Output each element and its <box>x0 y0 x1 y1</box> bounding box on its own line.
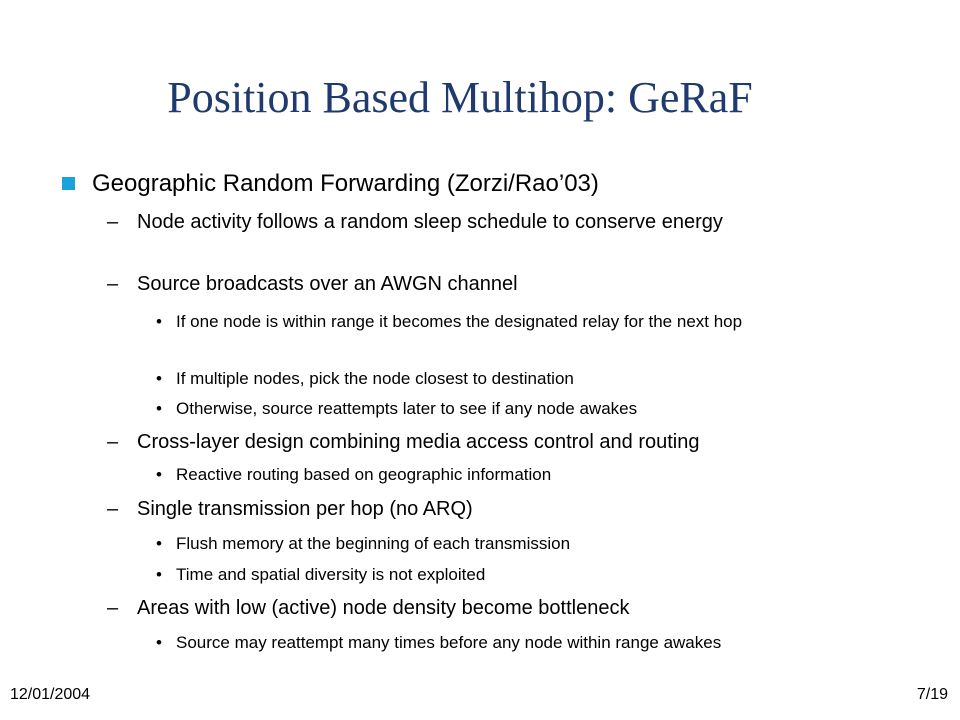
bullet-item-level3: • If multiple nodes, pick the node close… <box>156 368 876 390</box>
dot-bullet-icon: • <box>156 465 162 484</box>
dot-bullet-icon: • <box>156 534 162 553</box>
bullet-text: Otherwise, source reattempts later to se… <box>176 399 638 418</box>
bullet-item-level2: – Source broadcasts over an AWGN channel <box>107 272 897 296</box>
bullet-item-level3: • Otherwise, source reattempts later to … <box>156 398 876 420</box>
dot-bullet-icon: • <box>156 633 162 652</box>
bullet-text: Source broadcasts over an AWGN channel <box>137 273 518 295</box>
bullet-item-level2: – Node activity follows a random sleep s… <box>107 210 897 234</box>
bullet-item-level2: – Cross-layer design combining media acc… <box>107 430 897 454</box>
bullet-text: Time and spatial diversity is not exploi… <box>176 565 486 584</box>
dot-bullet-icon: • <box>156 399 162 418</box>
bullet-item-level3: • Reactive routing based on geographic i… <box>156 464 876 486</box>
bullet-text: Source may reattempt many times before a… <box>176 633 722 652</box>
dash-bullet-icon: – <box>107 431 119 453</box>
square-bullet-icon <box>62 177 75 190</box>
bullet-text: Flush memory at the beginning of each tr… <box>176 534 571 553</box>
slide-title: Position Based Multihop: GeRaF <box>167 73 753 122</box>
dot-bullet-icon: • <box>156 369 162 388</box>
bullet-text: If one node is within range it becomes t… <box>176 312 743 331</box>
bullet-item-level1: Geographic Random Forwarding (Zorzi/Rao’… <box>62 170 892 198</box>
bullet-item-level2: – Single transmission per hop (no ARQ) <box>107 497 897 521</box>
dash-bullet-icon: – <box>107 498 119 520</box>
footer-page-number: 7/19 <box>916 686 948 703</box>
dash-bullet-icon: – <box>107 211 119 233</box>
dot-bullet-icon: • <box>156 312 162 331</box>
footer-date: 12/01/2004 <box>10 686 91 703</box>
bullet-item-level3: • If one node is within range it becomes… <box>156 311 876 333</box>
bullet-item-level3: • Source may reattempt many times before… <box>156 632 876 654</box>
bullet-text: Areas with low (active) node density bec… <box>137 597 630 619</box>
dash-bullet-icon: – <box>107 273 119 295</box>
bullet-text: If multiple nodes, pick the node closest… <box>176 369 574 388</box>
bullet-text: Reactive routing based on geographic inf… <box>176 465 552 484</box>
bullet-item-level3: • Time and spatial diversity is not expl… <box>156 564 876 586</box>
bullet-text: Cross-layer design combining media acces… <box>137 431 700 453</box>
bullet-text: Single transmission per hop (no ARQ) <box>137 498 473 520</box>
bullet-item-level3: • Flush memory at the beginning of each … <box>156 533 876 555</box>
bullet-item-level2: – Areas with low (active) node density b… <box>107 596 897 620</box>
dash-bullet-icon: – <box>107 597 119 619</box>
bullet-text: Geographic Random Forwarding (Zorzi/Rao’… <box>92 170 599 197</box>
dot-bullet-icon: • <box>156 565 162 584</box>
bullet-text: Node activity follows a random sleep sch… <box>137 211 723 233</box>
